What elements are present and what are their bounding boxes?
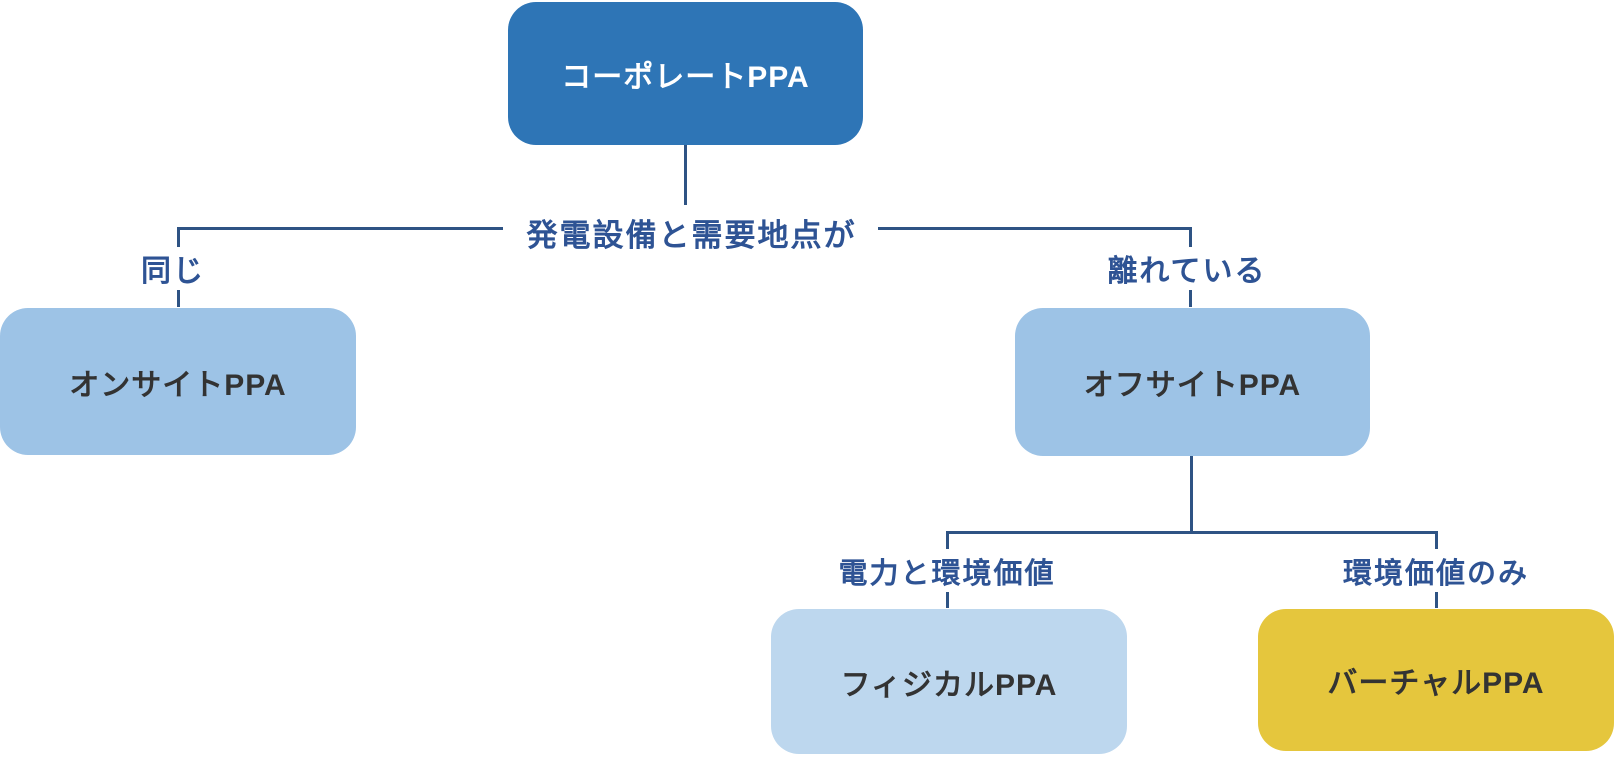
connector-offsite-stem: [1190, 456, 1193, 533]
node-virtual-ppa: バーチャルPPA: [1258, 609, 1614, 751]
connector-bottomright-elbow-upper: [1435, 531, 1438, 549]
connector-left-elbow-lower: [177, 290, 180, 307]
connector-right-elbow-lower: [1189, 290, 1192, 307]
node-onsite-ppa: オンサイトPPA: [0, 308, 356, 455]
connector-bottomright-elbow-lower: [1435, 592, 1438, 608]
connector-bottomleft-elbow-upper: [946, 531, 949, 549]
node-corporate-ppa: コーポレートPPA: [508, 2, 863, 145]
node-offsite-ppa: オフサイトPPA: [1015, 308, 1370, 456]
branch-label-power-and-env: 電力と環境価値: [838, 558, 1056, 590]
connector-horizontal-bottom: [946, 531, 1438, 534]
connector-left-elbow-upper: [177, 227, 180, 247]
branch-label-apart: 離れている: [1107, 255, 1267, 288]
branch-label-same: 同じ: [141, 255, 205, 288]
branch-question-label: 発電設備と需要地点が: [526, 218, 857, 253]
connector-root-stem: [684, 145, 687, 205]
branch-label-env-only: 環境価値のみ: [1342, 558, 1529, 590]
connector-bottomleft-elbow-lower: [946, 592, 949, 608]
connector-horizontal-left: [177, 227, 503, 230]
connector-right-elbow-upper: [1189, 227, 1192, 247]
connector-horizontal-right: [878, 227, 1192, 230]
node-physical-ppa: フィジカルPPA: [771, 609, 1127, 754]
